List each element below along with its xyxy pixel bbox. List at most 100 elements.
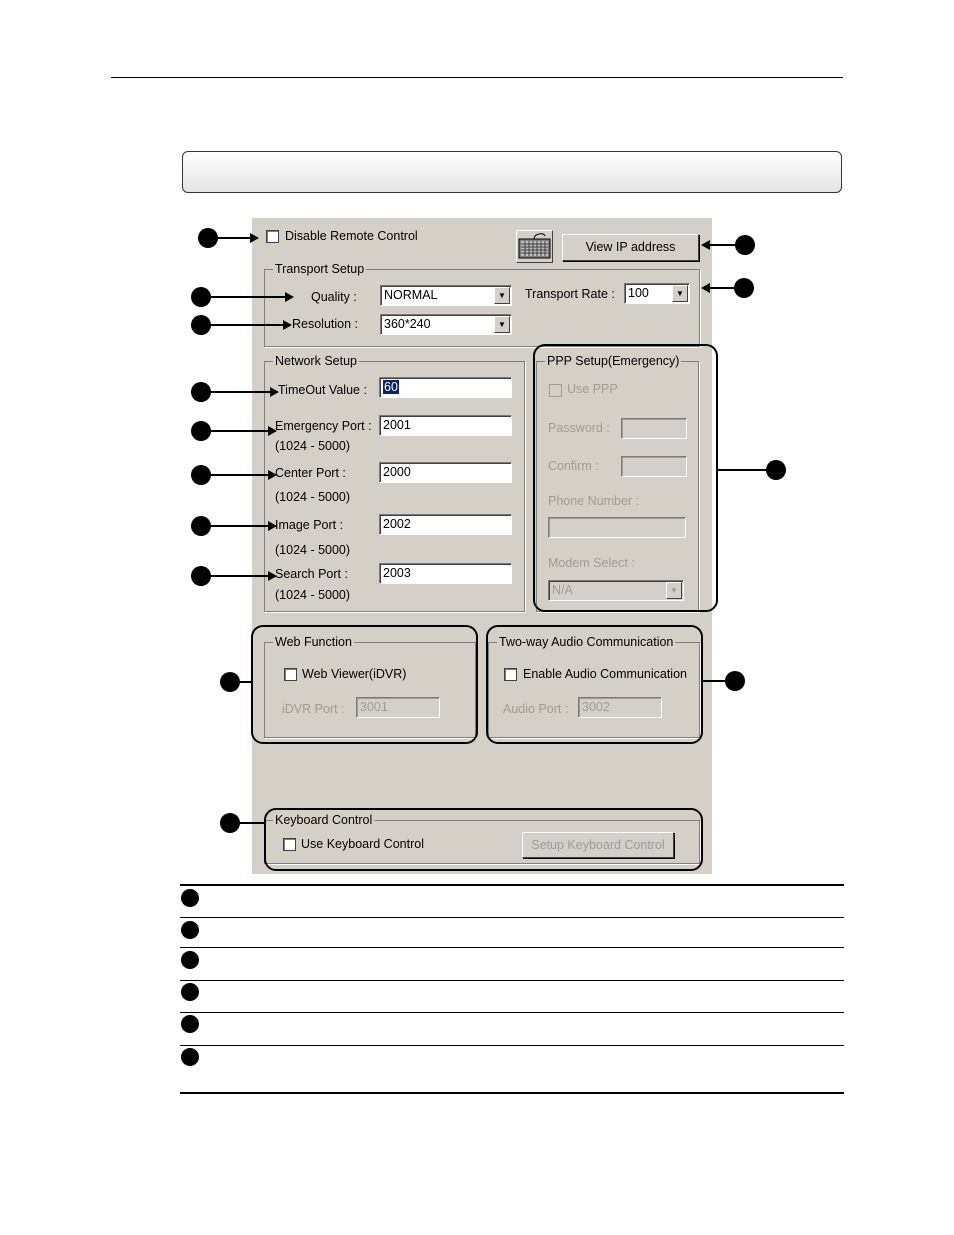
callout-line (237, 681, 253, 683)
arrow-right-icon (285, 292, 294, 302)
callout-line (208, 296, 285, 298)
web-function-legend: Web Function (273, 635, 354, 650)
use-ppp-checkbox[interactable] (549, 384, 562, 397)
transport-setup-group: Transport Setup (264, 262, 700, 347)
enable-audio-label: Enable Audio Communication (523, 667, 687, 681)
transport-rate-label: Transport Rate : (525, 287, 615, 301)
callout-line (710, 244, 737, 246)
image-port-input[interactable]: 2002 (379, 514, 512, 535)
ppp-setup-group: PPP Setup(Emergency) (536, 354, 699, 612)
callout-marker (735, 235, 755, 255)
enable-audio-checkbox[interactable] (504, 668, 517, 681)
callout-line (208, 474, 268, 476)
remote-setup-panel: Disable Remote Control View IP address T… (252, 218, 712, 874)
audio-group: Two-way Audio Communication (488, 635, 700, 738)
table-rule (180, 1045, 844, 1046)
center-port-input[interactable]: 2000 (379, 462, 512, 483)
timeout-input[interactable]: 60 (379, 377, 512, 398)
idvr-port-input[interactable]: 3001 (356, 697, 440, 718)
confirm-input[interactable] (621, 456, 687, 477)
search-port-input[interactable]: 2003 (379, 563, 512, 584)
callout-marker (220, 813, 240, 833)
callout-line (208, 391, 270, 393)
section-title-box (182, 151, 842, 193)
network-setup-legend: Network Setup (273, 354, 359, 369)
callout-line (208, 324, 283, 326)
table-rule (180, 1012, 844, 1013)
table-row-marker (181, 983, 199, 1001)
audio-port-input[interactable]: 3002 (578, 697, 662, 718)
dropdown-arrow-icon[interactable]: ▼ (666, 582, 682, 599)
center-port-range: (1024 - 5000) (275, 490, 351, 504)
callout-marker (191, 315, 211, 335)
idvr-port-label: iDVR Port : (282, 702, 345, 716)
quality-label: Quality : (311, 290, 357, 304)
timeout-label: TimeOut Value : (278, 383, 367, 397)
resolution-select[interactable]: 360*240 ▼ (380, 314, 512, 335)
arrow-right-icon (268, 571, 277, 581)
callout-line (208, 430, 268, 432)
transport-rate-select[interactable]: 100 ▼ (624, 283, 690, 304)
quality-select[interactable]: NORMAL ▼ (380, 285, 512, 306)
callout-marker (191, 382, 211, 402)
arrow-right-icon (268, 426, 277, 436)
disable-remote-control-checkbox[interactable] (266, 230, 279, 243)
emergency-port-label: Emergency Port : (275, 419, 372, 433)
web-viewer-checkbox[interactable] (284, 668, 297, 681)
password-label: Password : (548, 421, 610, 435)
callout-marker (220, 672, 240, 692)
web-function-group: Web Function (264, 635, 476, 738)
resolution-value: 360*240 (384, 317, 431, 331)
table-rule (180, 947, 844, 948)
image-port-range: (1024 - 5000) (275, 543, 351, 557)
dropdown-arrow-icon[interactable]: ▼ (672, 285, 688, 302)
callout-line (710, 287, 736, 289)
password-input[interactable] (621, 418, 687, 439)
audio-highlight (486, 625, 703, 744)
callout-line (208, 575, 268, 577)
callout-marker (734, 278, 754, 298)
page-header-rule (111, 77, 843, 78)
keyboard-icon[interactable] (516, 230, 553, 263)
resolution-label: Resolution : (292, 317, 359, 331)
audio-port-label: Audio Port : (503, 702, 569, 716)
phone-number-input[interactable] (548, 517, 686, 538)
arrow-left-icon (701, 240, 710, 250)
transport-rate-value: 100 (628, 286, 649, 300)
use-ppp-label: Use PPP (567, 382, 618, 396)
table-row-marker (181, 951, 199, 969)
center-port-label: Center Port : (275, 466, 346, 480)
callout-marker (725, 671, 745, 691)
setup-keyboard-control-button[interactable]: Setup Keyboard Control (522, 832, 674, 858)
phone-number-label: Phone Number : (548, 494, 640, 508)
search-port-range: (1024 - 5000) (275, 588, 351, 602)
callout-marker (191, 287, 211, 307)
arrow-right-icon (250, 233, 259, 243)
use-keyboard-checkbox[interactable] (283, 838, 296, 851)
arrow-right-icon (268, 521, 277, 531)
transport-setup-legend: Transport Setup (273, 262, 367, 277)
table-row-marker (181, 921, 199, 939)
callout-marker (191, 566, 211, 586)
dropdown-arrow-icon[interactable]: ▼ (494, 316, 510, 333)
callout-marker (198, 228, 218, 248)
modem-select[interactable]: N/A ▼ (548, 580, 684, 601)
arrow-right-icon (283, 320, 292, 330)
callout-line (701, 680, 727, 682)
quality-value: NORMAL (384, 288, 438, 302)
table-rule (180, 1092, 844, 1094)
modem-select-label: Modem Select : (548, 556, 635, 570)
ppp-highlight (533, 344, 718, 612)
audio-legend: Two-way Audio Communication (497, 635, 676, 650)
callout-line (215, 237, 250, 239)
callout-line (237, 822, 266, 824)
table-row-marker (181, 889, 199, 907)
arrow-right-icon (268, 470, 277, 480)
emergency-port-input[interactable]: 2001 (379, 415, 512, 436)
table-rule (180, 980, 844, 981)
search-port-label: Search Port : (275, 567, 348, 581)
dropdown-arrow-icon[interactable]: ▼ (494, 287, 510, 304)
view-ip-address-button[interactable]: View IP address (562, 234, 699, 261)
callout-marker (191, 516, 211, 536)
modem-select-value: N/A (552, 583, 573, 597)
